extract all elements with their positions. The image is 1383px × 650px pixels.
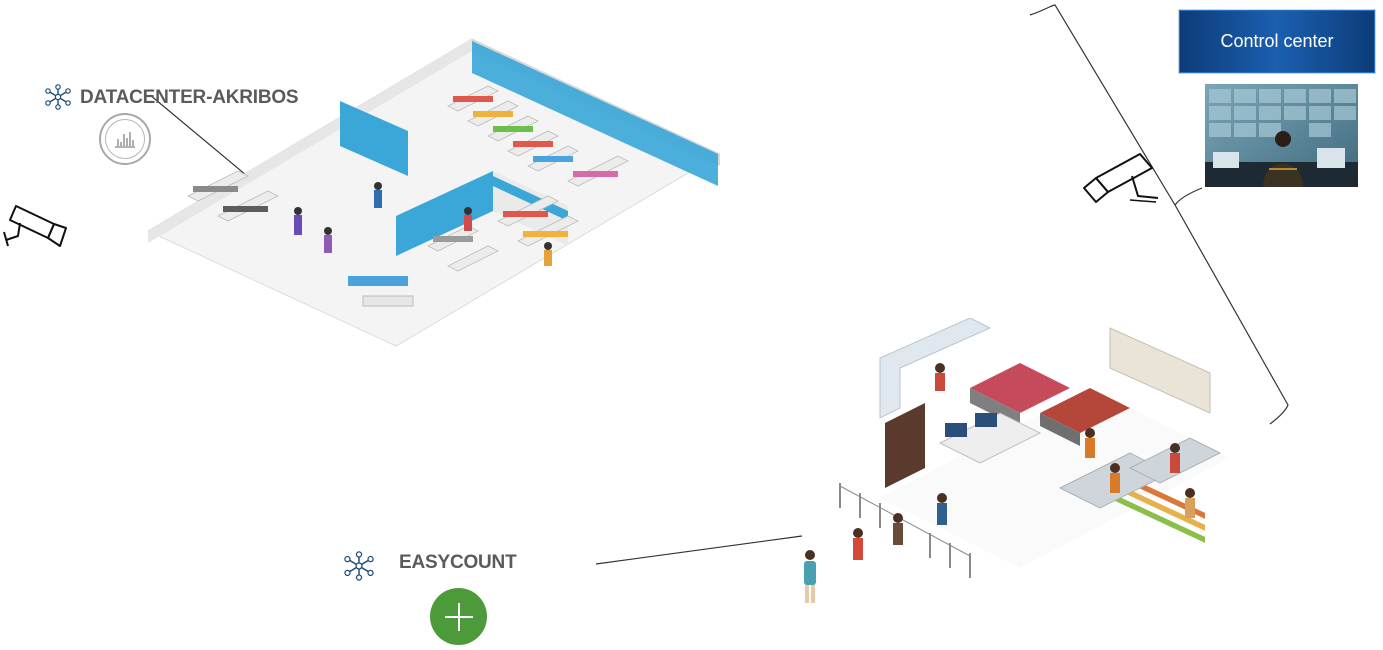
- plus-icon: [444, 602, 473, 631]
- security-camera-icon: [3, 205, 67, 247]
- network-node-icon: [342, 551, 376, 581]
- security-camera-icon: [1083, 153, 1159, 203]
- network-node-icon: [44, 84, 72, 110]
- connector-control-photo: [1174, 187, 1203, 206]
- add-button[interactable]: [430, 588, 487, 645]
- bar-chart-icon: [115, 132, 135, 148]
- node-label-datacenter: DATACENTER-AKRIBOS: [80, 87, 299, 108]
- connector-control-upper: [1029, 4, 1176, 206]
- supermarket-illustration: [839, 318, 1230, 578]
- statistics-button[interactable]: [99, 113, 151, 165]
- connector-easycount: [595, 535, 803, 565]
- shopper-figure: [804, 550, 816, 603]
- control-center-button[interactable]: Control center: [1178, 9, 1376, 74]
- node-label-easycount: EASYCOUNT: [399, 552, 517, 573]
- connector-control-lower: [1174, 204, 1289, 425]
- department-store-illustration: [148, 38, 720, 347]
- control-room-photo: [1205, 84, 1358, 187]
